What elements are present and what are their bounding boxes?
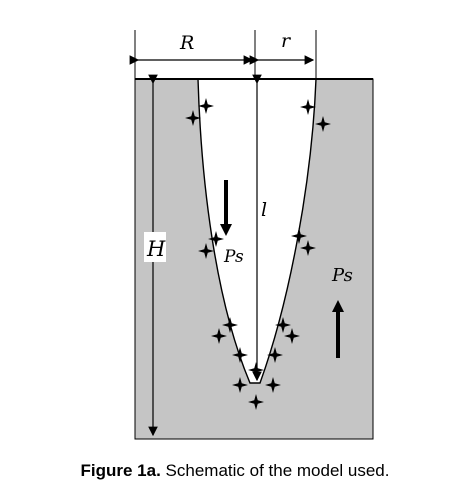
star-mark xyxy=(248,362,264,378)
star-mark xyxy=(315,116,331,132)
star-mark xyxy=(275,317,291,333)
star-mark xyxy=(232,377,248,393)
star-mark xyxy=(211,328,227,344)
label-ps-outer: Ps xyxy=(331,265,353,286)
star-marks xyxy=(185,98,331,410)
star-mark xyxy=(222,317,238,333)
star-mark xyxy=(198,98,214,114)
star-mark xyxy=(300,240,316,256)
figure-caption: Figure 1a. Schematic of the model used. xyxy=(0,461,470,481)
star-mark xyxy=(265,377,281,393)
pressure-arrow-inner-head xyxy=(220,224,232,236)
label-l: l xyxy=(261,199,267,221)
star-mark xyxy=(248,394,264,410)
star-mark xyxy=(284,328,300,344)
label-H: H xyxy=(146,237,166,261)
star-mark xyxy=(198,243,214,259)
star-mark xyxy=(208,231,224,247)
label-R: R xyxy=(179,32,194,54)
star-mark xyxy=(267,347,283,363)
caption-text: Schematic of the model used. xyxy=(165,461,390,480)
pressure-arrow-outer-head xyxy=(332,300,344,312)
star-mark xyxy=(232,347,248,363)
star-mark xyxy=(300,99,316,115)
label-ps-inner: Ps xyxy=(223,247,244,267)
star-mark xyxy=(185,110,201,126)
star-mark xyxy=(291,228,307,244)
label-H-background xyxy=(144,232,166,262)
label-r: r xyxy=(281,30,292,52)
caption-label: Figure 1a. xyxy=(80,461,161,480)
